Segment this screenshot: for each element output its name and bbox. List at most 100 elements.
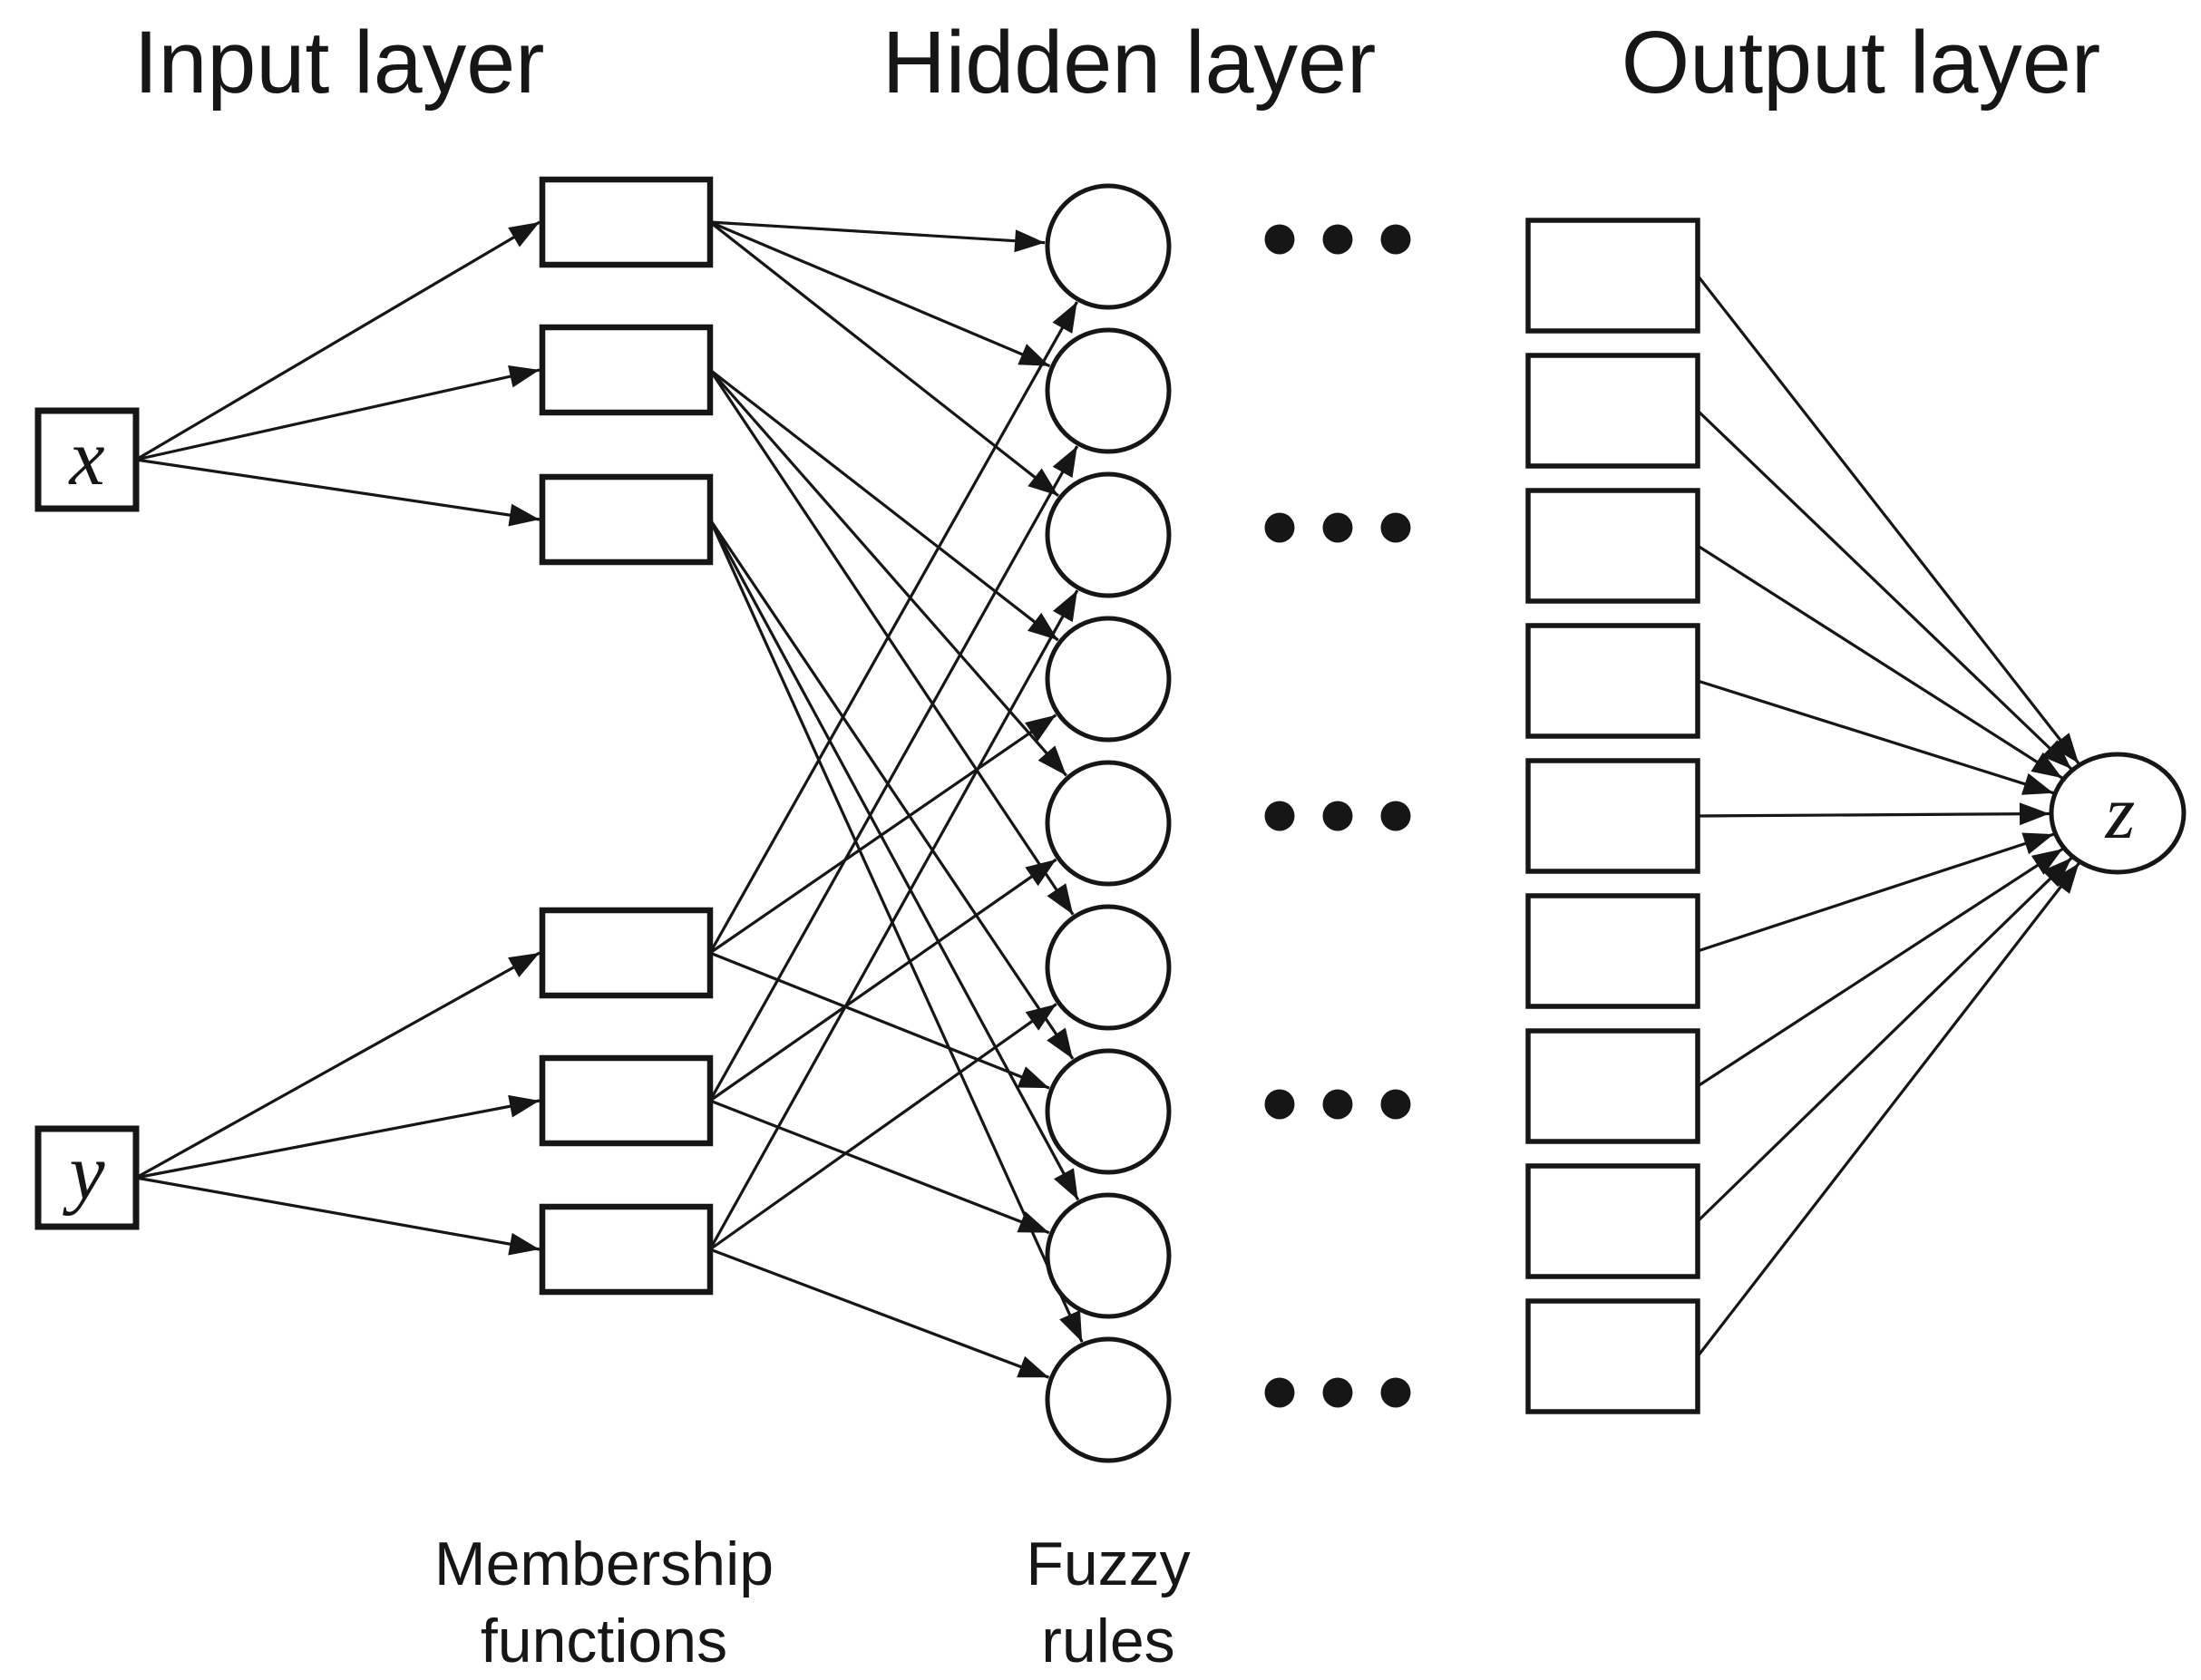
ellipsis-dot — [1380, 801, 1411, 831]
ellipsis-dot — [1264, 1377, 1295, 1408]
connection-line — [135, 1176, 541, 1251]
arrowhead — [1053, 590, 1077, 623]
connection-line — [135, 458, 541, 521]
fuzzy-rules-caption-line1: Fuzzy — [1026, 1529, 1190, 1598]
arrowhead — [1037, 745, 1066, 776]
output-layer-box — [1525, 353, 1700, 469]
input-y-label: y — [62, 1129, 105, 1217]
connection-line — [708, 519, 1075, 1060]
connection-line — [1697, 679, 2054, 795]
fuzzy-rule-node — [1045, 183, 1172, 310]
connection-line — [708, 368, 1068, 777]
arrowhead — [1047, 883, 1074, 915]
connection-line — [708, 519, 1080, 1201]
connection-line — [1697, 544, 2063, 780]
hidden-layer-heading: Hidden layer — [882, 13, 1377, 112]
connection-line — [709, 858, 1057, 1102]
fuzzy-rule-node — [1045, 1048, 1172, 1175]
text-layer: Input layer Hidden layer Output layer x … — [62, 13, 2135, 1675]
arrowhead — [2019, 802, 2050, 826]
connection-line — [1696, 857, 2073, 1223]
arrowhead — [1017, 1066, 1049, 1089]
ellipsis-dot — [1322, 1089, 1353, 1120]
arrowhead — [1052, 302, 1077, 334]
fuzzy-rule-node — [1045, 327, 1172, 454]
arrowhead — [2050, 733, 2079, 763]
nodes-layer — [34, 176, 2186, 1463]
arrowhead — [508, 953, 540, 977]
arrowhead — [2041, 740, 2071, 769]
output-layer-heading: Output layer — [1622, 13, 2100, 112]
connection-line — [708, 301, 1079, 954]
arrowhead — [1017, 1211, 1049, 1233]
input-node-y — [34, 1125, 140, 1230]
arrowheads-layer — [508, 222, 2079, 1378]
ellipsis-dot — [1380, 1377, 1411, 1408]
connection-line — [1697, 811, 2050, 818]
ellipsis-dot — [1264, 801, 1295, 831]
membership-caption-line1: Membership — [434, 1529, 774, 1598]
membership-function-box — [539, 1203, 714, 1296]
ellipsis-dot — [1264, 1089, 1295, 1120]
fuzzy-rule-node — [1045, 1336, 1172, 1463]
output-node-z — [2049, 752, 2186, 875]
arrowhead — [1059, 1310, 1083, 1343]
connection-line — [135, 1099, 541, 1180]
output-layer-box — [1525, 758, 1700, 874]
fuzzy-rules-caption-line2: rules — [1041, 1607, 1174, 1675]
fuzzy-rule-node — [1045, 616, 1172, 743]
arrowhead — [508, 222, 540, 248]
fuzzy-rule-node — [1045, 471, 1172, 598]
connection-line — [1696, 409, 2072, 771]
input-node-x — [34, 407, 140, 512]
ellipsis-dots-layer — [1264, 224, 1411, 1408]
ellipsis-dot — [1380, 1089, 1411, 1120]
connection-lines-layer — [135, 220, 2080, 1379]
arrowhead — [2031, 752, 2062, 779]
arrowhead — [508, 503, 540, 527]
connection-line — [709, 1003, 1057, 1251]
arrowhead — [1027, 612, 1058, 641]
ellipsis-dot — [1380, 224, 1411, 255]
connection-line — [135, 220, 541, 461]
ellipsis-dot — [1322, 1377, 1353, 1408]
connection-line — [1697, 832, 2055, 953]
ellipsis-dot — [1264, 512, 1295, 543]
arrowhead — [2031, 849, 2063, 875]
arrowhead — [508, 1094, 540, 1118]
arrowhead — [2041, 858, 2072, 888]
arrowhead — [1027, 468, 1058, 496]
membership-function-box — [539, 1054, 714, 1147]
arrowhead — [508, 365, 540, 388]
output-layer-box — [1525, 1163, 1700, 1279]
arrowhead — [1014, 229, 1046, 253]
connection-line — [709, 220, 1059, 498]
ellipsis-dot — [1380, 512, 1411, 543]
membership-function-box — [539, 473, 714, 566]
connection-line — [708, 589, 1079, 1250]
output-layer-box — [1525, 218, 1700, 334]
connection-line — [1696, 862, 2080, 1357]
output-z-label: z — [2105, 771, 2136, 855]
output-layer-box — [1525, 893, 1700, 1009]
connection-line — [709, 220, 1046, 245]
connection-line — [709, 714, 1057, 955]
membership-caption-line2: functions — [481, 1607, 727, 1675]
fuzzy-rule-node — [1045, 904, 1172, 1031]
arrowhead — [2051, 863, 2079, 894]
connection-line — [709, 951, 1050, 1090]
connection-line — [135, 951, 541, 1180]
membership-function-box — [539, 176, 714, 268]
ellipsis-dot — [1322, 801, 1353, 831]
connection-line — [709, 1248, 1050, 1379]
arrowhead — [1054, 1168, 1078, 1200]
ellipsis-dot — [1322, 224, 1353, 255]
arrowhead — [1025, 714, 1057, 742]
input-layer-heading: Input layer — [134, 13, 545, 112]
output-layer-box — [1525, 623, 1700, 739]
arrowhead — [1017, 1355, 1049, 1378]
connection-line — [708, 519, 1084, 1343]
output-layer-box — [1525, 1298, 1700, 1414]
